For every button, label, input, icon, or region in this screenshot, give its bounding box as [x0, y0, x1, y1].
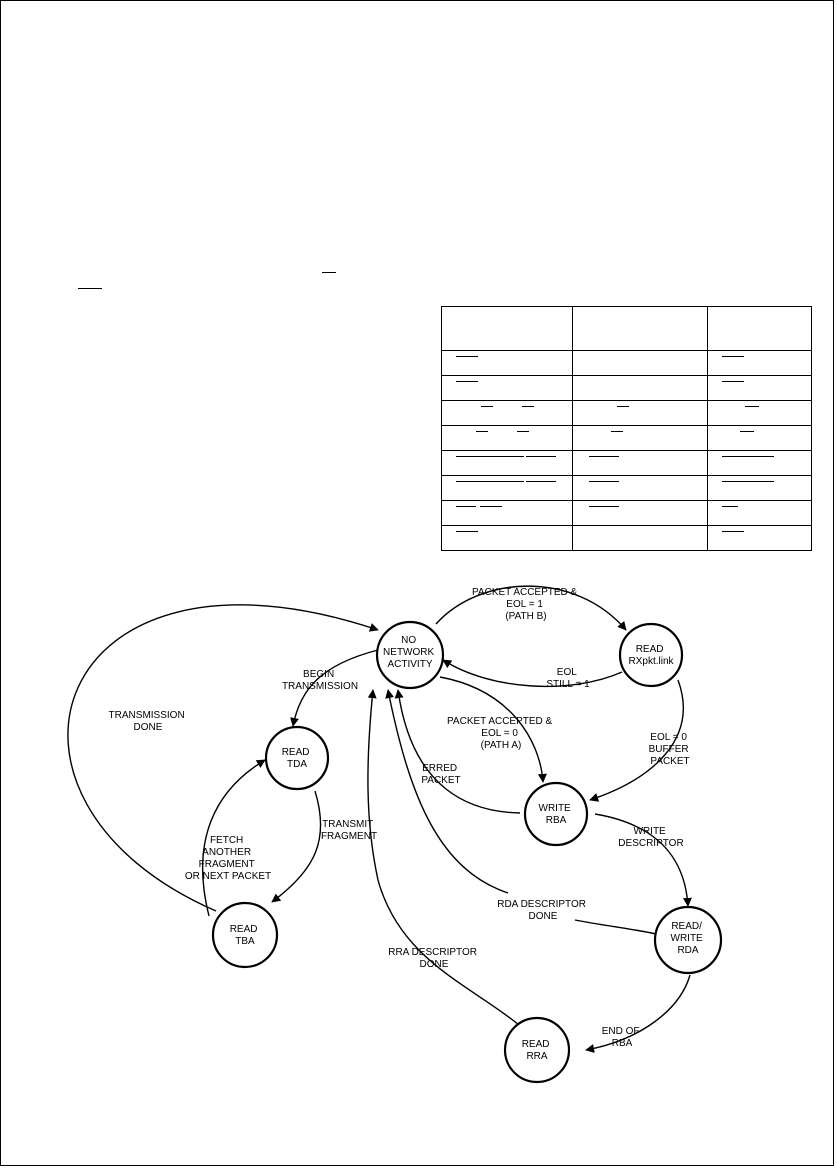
label-rra-descriptor-done: RRA DESCRIPTOR DONE — [388, 947, 480, 970]
signal-table — [441, 306, 812, 551]
label-node-no-network-activity: NO NETWORK ACTIVITY — [383, 635, 437, 670]
node-read-tba — [211, 901, 279, 969]
edge-write-descriptor — [594, 813, 692, 907]
label-node-write-rba: WRITE RBA — [539, 803, 574, 826]
node-write-rba — [523, 781, 589, 847]
label-end-of-rba: END OF RBA — [602, 1026, 643, 1049]
label-node-read-rxpkt-link: READ RXpkt.link — [628, 644, 674, 667]
edge-rda-descriptor-done — [574, 919, 657, 935]
table-row — [441, 500, 812, 526]
label-rda-descriptor-done: RDA DESCRIPTOR DONE — [497, 899, 589, 922]
edge-begin-transmission — [290, 649, 379, 727]
label-packet-accepted-path-a: PACKET ACCEPTED & EOL = 0 (PATH A) — [447, 716, 555, 751]
label-begin-transmission: BEGIN TRANSMISSION — [282, 669, 358, 692]
table-row — [441, 375, 812, 401]
edge-packet-accepted-path-b — [435, 585, 627, 631]
table-header-cell — [707, 306, 812, 351]
edge-eol0-buffer-packet — [589, 679, 684, 802]
edge-transmission-done — [67, 604, 379, 912]
edge-eol-still-1 — [442, 659, 623, 688]
label-node-read-rra: READ RRA — [522, 1039, 553, 1062]
overline-mark-1 — [322, 272, 336, 273]
label-node-read-tba: READ TBA — [230, 924, 261, 947]
table-header-cell — [441, 306, 573, 351]
label-node-read-tda: READ TDA — [282, 747, 313, 770]
table-header-cell — [572, 306, 708, 351]
edge-rra-descriptor-done — [367, 689, 520, 1026]
table-row — [441, 350, 812, 376]
label-node-read-write-rda: READ/ WRITE RDA — [671, 921, 706, 956]
node-no-network-activity — [375, 620, 445, 690]
label-fetch-another-fragment: FETCH ANOTHER FRAGMENT OR NEXT PACKET — [185, 835, 271, 882]
edge-transmit-fragment — [271, 790, 322, 903]
label-transmission-done: TRANSMISSION DONE — [109, 710, 188, 733]
edge-packet-accepted-path-a — [439, 676, 547, 783]
node-read-rra — [503, 1016, 571, 1084]
node-read-write-rda — [653, 905, 723, 975]
edge-end-of-rba — [585, 974, 691, 1053]
table-row — [441, 475, 812, 501]
node-read-rxpkt-link — [618, 622, 684, 688]
nodes — [211, 620, 723, 1084]
node-labels: NO NETWORK ACTIVITY READ RXpkt.link READ… — [230, 635, 706, 1062]
edge-labels: PACKET ACCEPTED & EOL = 1 (PATH B) EOL S… — [109, 587, 692, 1049]
label-eol-still-1: EOL STILL = 1 — [546, 667, 590, 690]
label-write-descriptor: WRITE DESCRIPTOR — [618, 826, 683, 849]
edge-erred-packet — [394, 689, 521, 814]
edges — [67, 585, 692, 1053]
label-eol0-buffer-packet: EOL = 0 BUFFER PACKET — [649, 732, 692, 767]
table-row — [441, 425, 812, 451]
node-read-tda — [264, 725, 330, 791]
label-erred-packet: ERRED PACKET — [421, 763, 460, 786]
edge-fetch-another-fragment — [201, 759, 266, 917]
table-row — [441, 525, 812, 551]
label-transmit-fragment: TRANSMIT FRAGMENT — [321, 819, 377, 842]
table-row — [441, 400, 812, 426]
label-packet-accepted-path-b: PACKET ACCEPTED & EOL = 1 (PATH B) — [472, 587, 580, 622]
edge-rda-descriptor-done-arc — [385, 689, 509, 894]
table-header-row — [441, 306, 812, 351]
overline-mark-2 — [78, 288, 102, 289]
